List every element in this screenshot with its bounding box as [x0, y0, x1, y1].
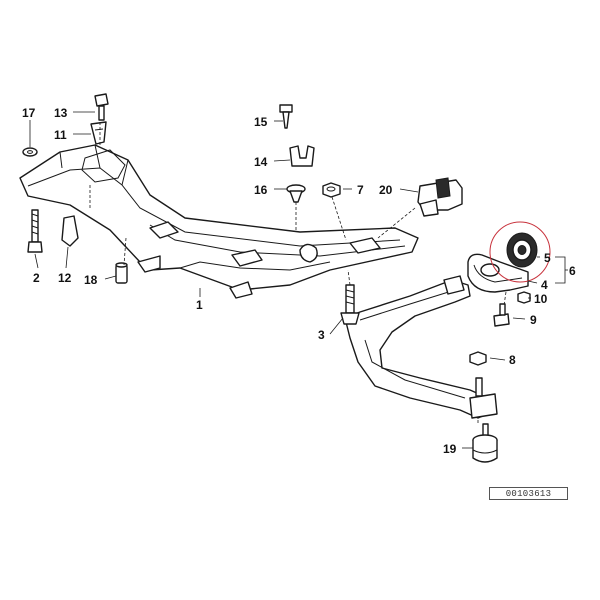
ball-joint-part	[340, 284, 360, 325]
callout-15: 15	[254, 115, 268, 129]
stud-part	[475, 377, 483, 397]
callout-13: 13	[54, 106, 68, 120]
callout-14: 14	[254, 155, 268, 169]
washer-part	[22, 147, 38, 157]
callout-8: 8	[509, 353, 516, 367]
callout-7: 7	[357, 183, 364, 197]
callout-4: 4	[541, 278, 548, 292]
reference-code: 00103613	[489, 487, 568, 500]
callout-12: 12	[58, 271, 72, 285]
bolt-part	[493, 303, 510, 327]
callout-2: 2	[33, 271, 40, 285]
spacer-part	[61, 215, 79, 247]
callout-9: 9	[530, 313, 537, 327]
highlight-circle	[489, 221, 551, 283]
leader-lines	[29, 111, 568, 449]
bushing-bracket-part	[467, 253, 529, 293]
mount-part	[417, 177, 463, 217]
callout-5: 5	[544, 251, 551, 265]
callout-6: 6	[569, 264, 576, 278]
bolt-part	[27, 209, 43, 253]
callout-16: 16	[254, 183, 268, 197]
callout-17: 17	[22, 106, 36, 120]
clip-part	[286, 184, 306, 203]
screw-part	[279, 104, 293, 129]
callout-labels: 1 2 3 4 5 6 7 8 9 10 11 12 13 14 15 16 1…	[22, 106, 576, 456]
callout-20: 20	[379, 183, 393, 197]
bracket-part	[90, 121, 107, 145]
nut-part	[322, 182, 341, 198]
callout-3: 3	[318, 328, 325, 342]
callout-18: 18	[84, 273, 98, 287]
callout-19: 19	[443, 442, 457, 456]
callout-11: 11	[54, 128, 67, 142]
nut-part	[469, 351, 487, 366]
clamp-part	[289, 145, 315, 167]
sleeve-part	[115, 262, 128, 284]
nut-part	[517, 291, 531, 304]
control-arm-part	[344, 275, 498, 419]
bolt-part	[94, 93, 109, 121]
callout-10: 10	[534, 292, 548, 306]
rubber-bushing-part	[489, 221, 551, 283]
axle-carrier-part	[19, 144, 419, 299]
callout-1: 1	[196, 298, 203, 312]
rubber-mount-part	[472, 423, 498, 463]
